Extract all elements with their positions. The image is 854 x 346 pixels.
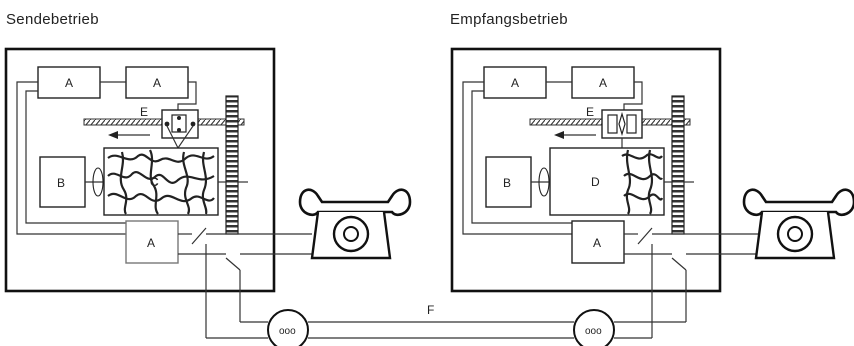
receive-unit: A A E B D A xyxy=(450,47,758,338)
send-wall-socket: ooo xyxy=(267,309,309,346)
receive-amplifier-2-label: A xyxy=(599,76,607,90)
send-telephone xyxy=(298,188,412,260)
heading-receive: Empfangsbetrieb xyxy=(450,11,568,28)
receive-amplifier-3-label: A xyxy=(593,236,601,250)
send-scanner-label: E xyxy=(140,105,148,119)
send-gear-wheel xyxy=(225,95,239,235)
receive-scanner-label: E xyxy=(586,105,594,119)
receive-amplifier-1 xyxy=(483,66,547,99)
receive-telephone xyxy=(742,188,854,260)
receive-partial-pattern xyxy=(621,149,664,215)
svg-text:ooo: ooo xyxy=(279,326,296,337)
receive-unit-frame xyxy=(450,47,722,293)
receive-drum-label: D xyxy=(591,175,600,189)
receive-amplifier-1-label: A xyxy=(511,76,519,90)
send-amplifier-2 xyxy=(125,66,189,99)
send-amplifier-2-label: A xyxy=(153,76,161,90)
receive-drum xyxy=(549,147,665,216)
svg-text:ooo: ooo xyxy=(585,326,602,337)
send-amplifier-3 xyxy=(125,220,179,264)
line-label: F xyxy=(427,303,434,317)
send-unit-frame xyxy=(4,47,276,293)
send-drum-label: C xyxy=(150,175,159,189)
send-handset xyxy=(298,188,412,216)
send-document-pattern xyxy=(107,149,215,215)
receive-wall-socket: ooo xyxy=(573,309,615,346)
send-amplifier-1-label: A xyxy=(65,76,73,90)
heading-send: Sendebetrieb xyxy=(6,11,99,28)
send-unit: A A E B xyxy=(4,47,312,338)
receive-amplifier-3 xyxy=(571,220,625,264)
send-amplifier-3-label: A xyxy=(147,236,155,250)
receive-motor-label: B xyxy=(503,176,511,190)
receive-gear-wheel xyxy=(671,95,685,235)
receive-handset xyxy=(742,188,854,216)
receive-motor xyxy=(485,156,532,208)
transmission-line: F ooo ooo xyxy=(206,303,686,346)
send-motor xyxy=(39,156,86,208)
send-motor-label: B xyxy=(57,176,65,190)
